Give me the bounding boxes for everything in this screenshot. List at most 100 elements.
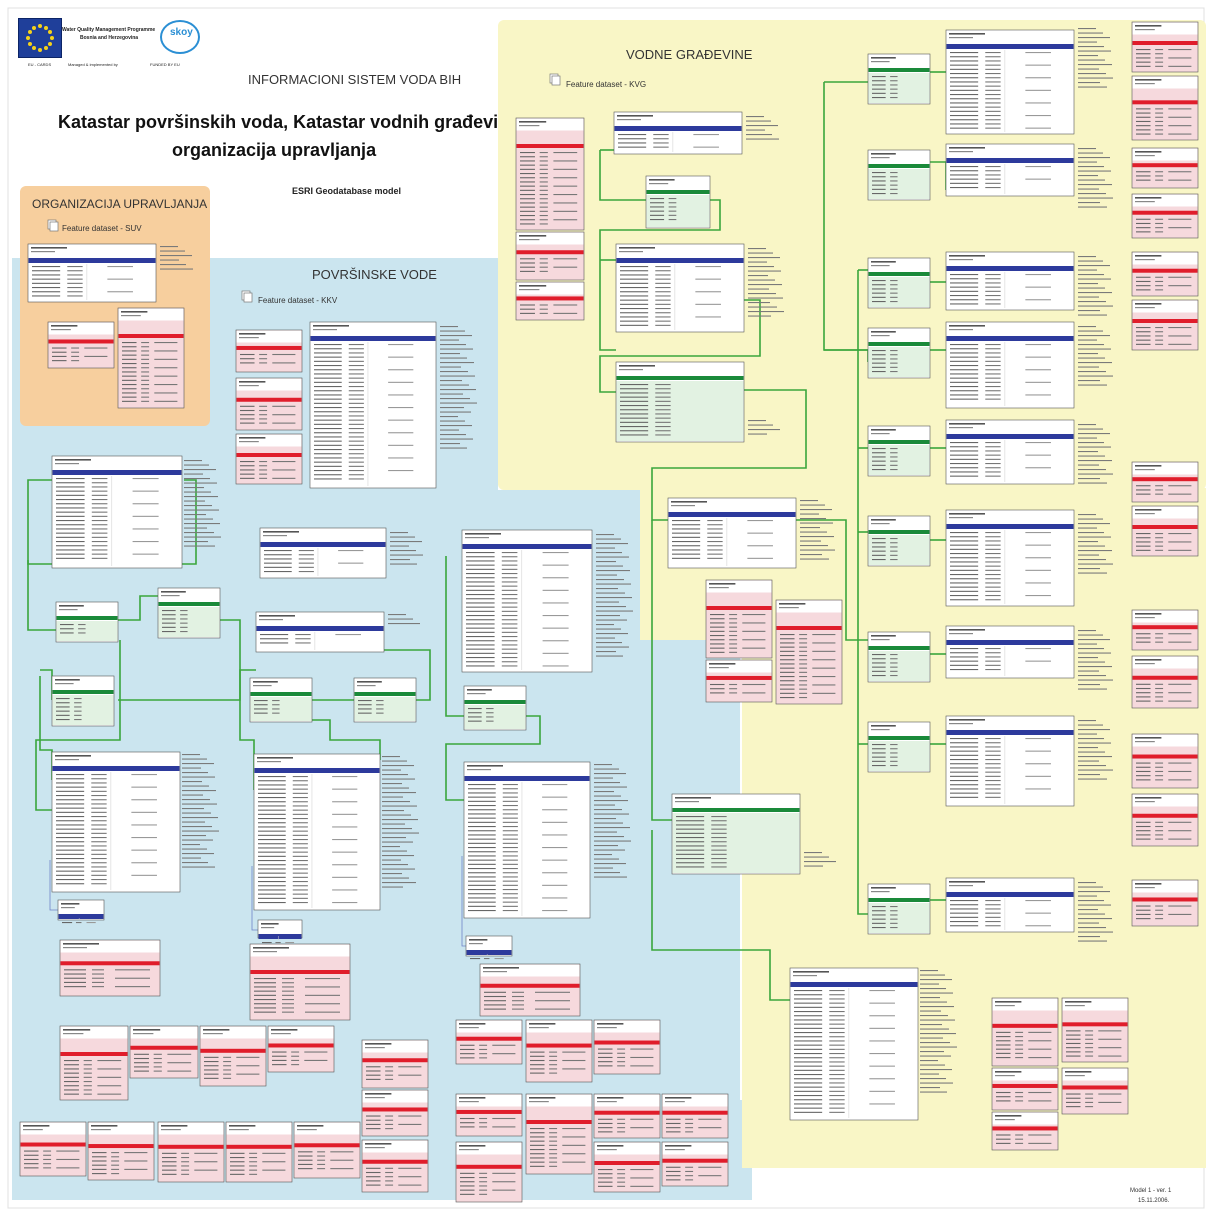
eu-star [32,25,36,30]
class-box [945,143,1075,197]
domain-box [455,1019,523,1065]
domain-box [1131,879,1199,927]
domain-box [157,1121,225,1183]
annotation-text [388,614,420,625]
tables-layer [19,21,1199,1203]
domain-box [1131,793,1199,847]
annotation-text [440,326,477,449]
class-box [253,753,381,911]
relationship-line [312,719,381,760]
relationship-line [599,299,761,393]
relation-box [249,677,313,723]
eu-star [44,25,48,30]
class-box [463,761,591,919]
domain-box [593,1019,661,1075]
annotation-text [920,970,957,1093]
annotation-text [1078,720,1113,780]
eu-star [38,48,42,52]
relationship-line [384,649,431,701]
eu-star [44,46,48,51]
relationship-line [651,389,807,521]
eu-star [27,42,32,46]
domain-box [1131,75,1199,141]
relation-box [157,587,221,639]
class-box [945,251,1075,311]
annotation-text [1078,630,1113,690]
footer-model-version: Model 1 - ver. 1 [1130,1188,1172,1194]
annotation-text [1078,882,1113,942]
class-box [945,29,1075,135]
domain-box [515,117,585,231]
relationship-line [445,715,541,801]
domain-box [593,1093,661,1139]
relation-box [615,361,745,443]
zone-surface-dataset: Feature dataset - KKV [258,296,338,305]
domain-box [705,659,773,703]
class-box [51,751,181,893]
annotation-text [182,754,219,868]
class-box [257,919,303,944]
logo-text-2: Bosnia and Herzegovina [80,35,139,41]
eu-star [50,36,54,40]
relation-box [55,601,119,643]
main-title-line2: organizacija upravljanja [172,140,377,160]
domain-box [225,1121,293,1183]
class-box [255,611,385,653]
logo-text-1: Water Quality Management Programme [62,27,156,33]
relationship-line [857,270,868,915]
zone-surface-title: POVRŠINSKE VODE [312,267,437,282]
zone-org-dataset: Feature dataset - SUV [62,224,142,233]
class-box [57,899,105,924]
domain-box [267,1025,335,1073]
domain-box [1131,655,1199,709]
skoy-logo-text: skoy [170,27,193,38]
domain-box [129,1025,199,1079]
relationship-line [445,556,464,717]
domain-box [1131,21,1199,73]
eu-star [48,30,53,34]
class-box [461,529,593,673]
domain-box [705,579,773,659]
feature-dataset-icon [549,73,561,86]
feature-dataset-icon [241,290,253,303]
relationship-line [651,830,790,1001]
relation-box [867,425,931,477]
domain-box [249,943,351,1021]
class-box [615,243,745,333]
logo-caption-right: FUNDED BY EU [150,62,180,67]
class-box [789,967,919,1121]
relation-box [671,793,801,875]
annotation-text [1078,28,1113,88]
zone-structures-dataset: Feature dataset - KVG [566,80,646,89]
domain-box [593,1141,661,1193]
domain-box [661,1093,729,1139]
eu-star [27,30,32,34]
domain-box [525,1093,593,1175]
footer-date: 15.11.2006. [1138,1198,1170,1204]
domain-box [455,1141,523,1203]
domain-box [59,1025,129,1101]
zone-structures-title: VODNE GRAĐEVINE [626,47,753,62]
domain-box [1131,193,1199,239]
annotation-text [390,532,423,565]
annotation-text [748,248,784,317]
annotation-text [746,116,779,140]
class-box [27,243,157,303]
domain-box [199,1025,267,1087]
domain-box [775,599,843,705]
annotation-text [804,852,836,867]
domain-box [1131,251,1199,297]
logo-caption-mid: Managed & implemented by [68,62,118,67]
class-box [945,625,1075,679]
eu-star [26,36,30,40]
domain-box [87,1121,155,1181]
domain-box [59,939,161,997]
relation-box [353,677,417,723]
relation-box [867,257,931,309]
relationship-line [599,150,646,201]
class-box [465,935,513,960]
domain-box [361,1139,429,1193]
relation-box [463,685,527,731]
